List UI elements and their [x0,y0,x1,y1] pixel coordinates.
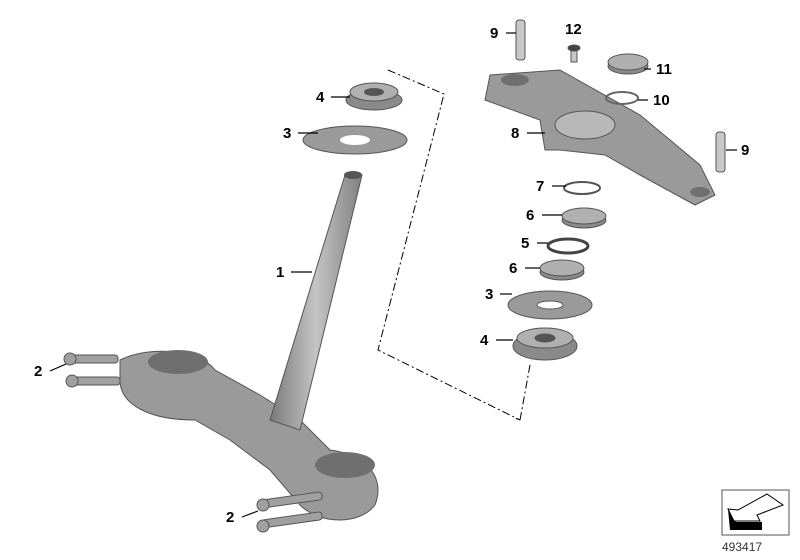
callout-6: 6 [526,207,535,224]
direction-arrow-icon [721,489,790,536]
upper-triple-clamp [484,69,716,206]
assembly-axis [519,364,531,421]
steering-stem [269,171,363,431]
callout-7: 7 [536,178,545,195]
bearing-stack [507,181,607,361]
callout-9: 9 [490,25,499,42]
callout-8: 8 [511,125,520,142]
bolts-left [63,352,323,533]
callout-10: 10 [653,92,670,109]
callout-6: 6 [509,260,518,277]
callout-1: 1 [276,264,285,281]
pins [515,19,726,173]
callout-5: 5 [521,235,530,252]
reference-number: 493417 [722,540,763,554]
leader-lines [49,32,737,518]
callout-2: 2 [226,509,235,526]
callout-9: 9 [741,142,750,159]
lower-triple-clamp [119,350,379,521]
callout-12: 12 [565,21,582,38]
washer-upper [302,125,408,155]
callout-4: 4 [480,332,489,349]
nut-and-ring [605,53,649,105]
callout-3: 3 [485,286,494,303]
callout-4: 4 [316,89,325,106]
bearing-upper [345,82,403,111]
assembly-outline [377,69,521,421]
callout-2: 2 [34,363,43,380]
callout-11: 11 [656,61,672,78]
callout-3: 3 [283,125,292,142]
